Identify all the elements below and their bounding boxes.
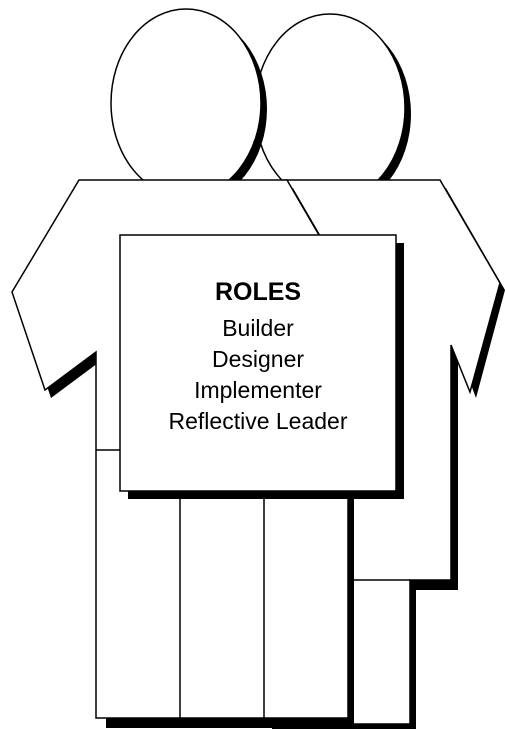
roles-title: ROLES bbox=[214, 278, 302, 306]
right-person-head bbox=[254, 13, 406, 203]
left-person-head bbox=[110, 8, 262, 198]
role-item-designer: Designer bbox=[211, 346, 305, 372]
roles-list: Builder Designer Implementer Reflective … bbox=[120, 313, 396, 437]
role-item-implementer: Implementer bbox=[194, 377, 322, 403]
role-item-builder: Builder bbox=[222, 315, 294, 341]
role-item-reflective-leader: Reflective Leader bbox=[168, 408, 348, 434]
roles-card-panel bbox=[119, 234, 397, 492]
roles-card bbox=[119, 234, 404, 499]
